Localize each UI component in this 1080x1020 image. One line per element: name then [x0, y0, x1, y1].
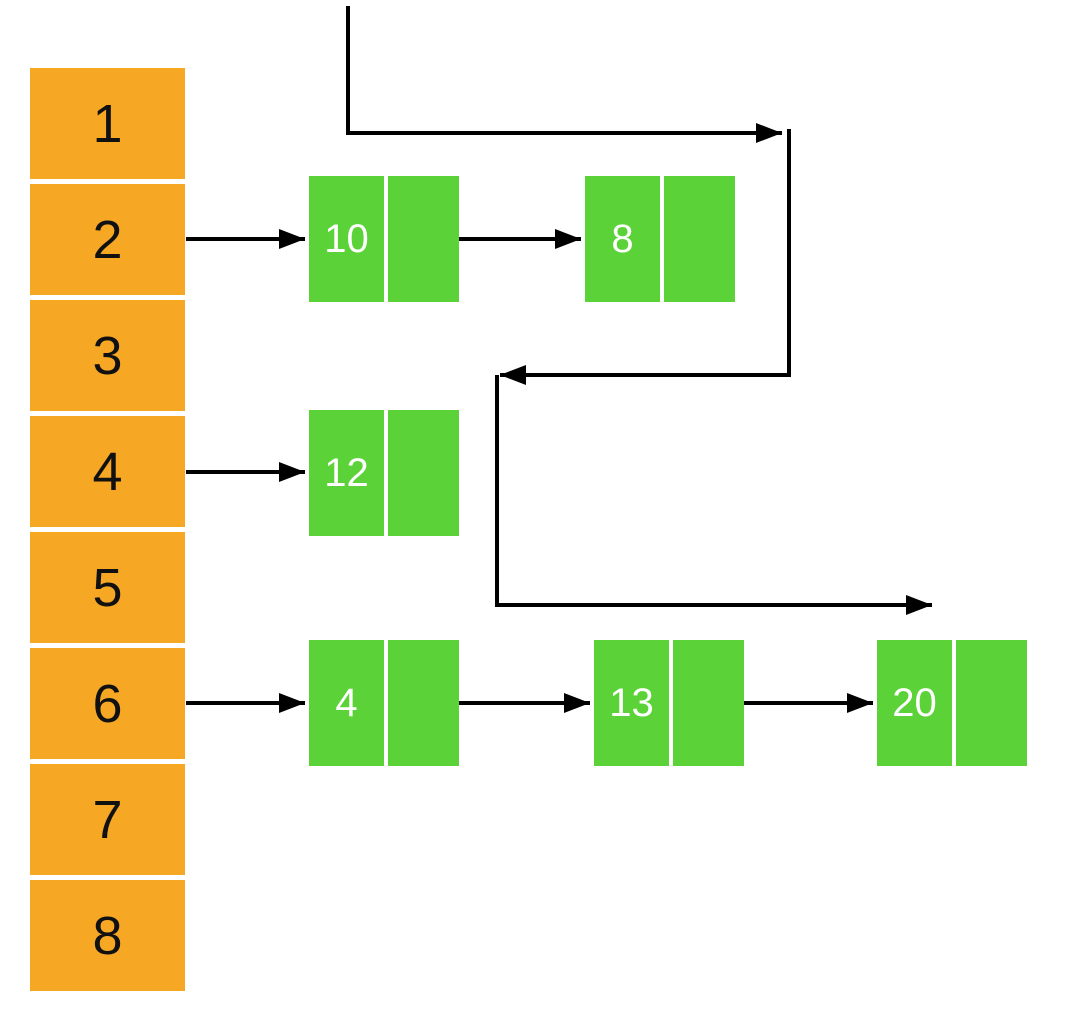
pointer-path-top-entry [346, 6, 782, 143]
array-cell-1: 1 [30, 68, 185, 179]
node-divider [384, 176, 388, 302]
node-10: 10 [309, 176, 459, 302]
pointer-path-wrap-forward [495, 375, 932, 615]
node-next-slot [956, 640, 1027, 766]
array-cell-3: 3 [30, 300, 185, 411]
array-cell-label: 7 [92, 789, 123, 850]
node-next-slot [388, 640, 459, 766]
array-cell-5: 5 [30, 532, 185, 643]
array-cell-8: 8 [30, 880, 185, 991]
node-value: 4 [335, 680, 358, 725]
node-12: 12 [309, 410, 459, 536]
node-value: 8 [611, 216, 634, 261]
node-next-slot [673, 640, 744, 766]
node-value: 12 [324, 450, 369, 495]
array-cell-label: 2 [92, 209, 123, 270]
array-cell-2: 2 [30, 184, 185, 295]
node-divider [384, 410, 388, 536]
node-8: 8 [585, 176, 735, 302]
node-next-slot [388, 410, 459, 536]
node-value: 13 [609, 680, 654, 725]
array-cell-label: 6 [92, 673, 123, 734]
array-cell-label: 8 [92, 905, 123, 966]
array-cell-label: 4 [92, 441, 123, 502]
node-13: 13 [594, 640, 744, 766]
node-divider [384, 640, 388, 766]
node-divider [669, 640, 673, 766]
node-next-slot [664, 176, 735, 302]
array-cell-label: 5 [92, 557, 123, 618]
array-cell-6: 6 [30, 648, 185, 759]
array-cell-label: 3 [92, 325, 123, 386]
array-cell-label: 1 [92, 93, 123, 154]
node-next-slot [388, 176, 459, 302]
array-cell-4: 4 [30, 416, 185, 527]
array-cell-7: 7 [30, 764, 185, 875]
node-value: 10 [324, 216, 369, 261]
node-4: 4 [309, 640, 459, 766]
node-20: 20 [877, 640, 1027, 766]
node-divider [952, 640, 956, 766]
node-value: 20 [892, 680, 937, 725]
